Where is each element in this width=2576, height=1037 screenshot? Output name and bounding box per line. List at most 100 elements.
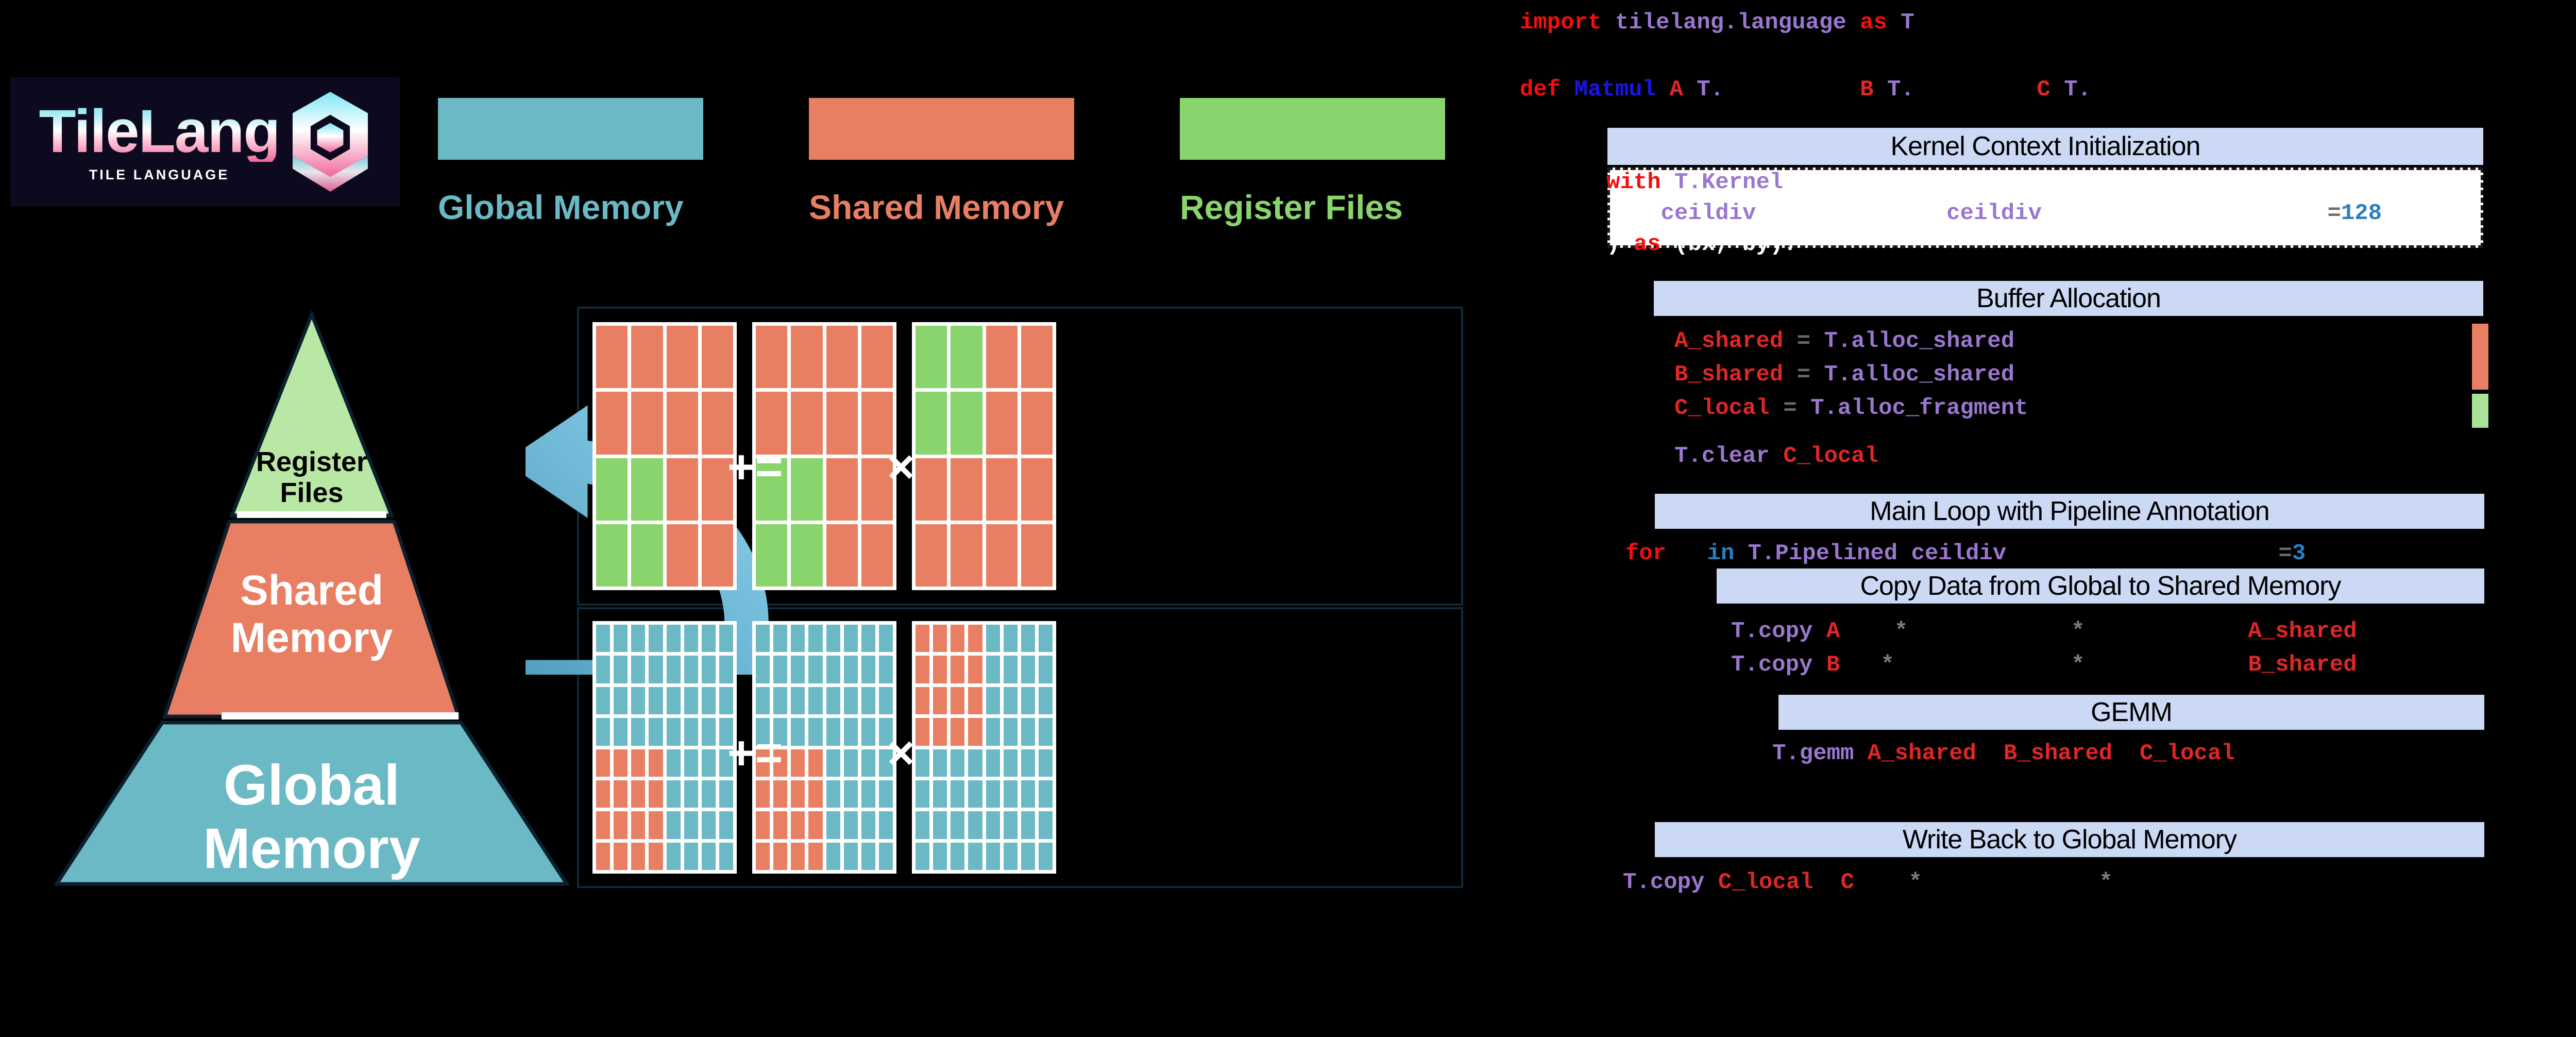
code-token: ceildiv (1660, 200, 1756, 226)
code-token: C (1840, 869, 1854, 895)
matrix-cell (951, 326, 982, 389)
matrix-cell (649, 749, 663, 777)
code-token: T (1901, 10, 1914, 36)
matrix-cell (861, 718, 875, 746)
code-token: B (1826, 652, 1840, 678)
matrix-cell (986, 392, 1018, 455)
matrix-cell (861, 687, 875, 715)
code-token: ceildiv (1946, 200, 2042, 226)
operator-accumulate: += (727, 727, 783, 779)
matrix-cell (596, 458, 628, 521)
code-token (2050, 77, 2064, 103)
matrix-cell (756, 656, 770, 683)
matrix-cell (719, 811, 733, 839)
hexagon-cube-icon (292, 92, 368, 192)
matrix-cell (791, 687, 805, 715)
matrix-cell (951, 718, 965, 746)
matrix-cell (861, 392, 893, 455)
code-token (2085, 652, 2248, 678)
matrix-b-shared (912, 621, 1056, 874)
matrix-cell (968, 656, 982, 683)
matrix-cell (666, 656, 681, 683)
matrix-cell (808, 749, 823, 777)
code-token (1810, 328, 1824, 354)
code-token: ( (1783, 170, 1797, 195)
matrix-cell (826, 749, 840, 777)
matrix-cell (791, 811, 805, 839)
matrix-b-fragment (912, 322, 1056, 590)
section-header-kernel-context: Kernel Context Initialization (1607, 128, 2483, 165)
matrix-cell (791, 625, 805, 653)
matrix-cell (933, 687, 947, 715)
matrix-cell (666, 392, 698, 455)
matrix-cell (596, 811, 611, 839)
matrix-cell (684, 625, 698, 653)
matrix-cell (719, 842, 733, 870)
code-token: Matmul (1574, 77, 1656, 103)
code-line-c-local-alloc: C_local = T.alloc_fragment (1674, 397, 2028, 420)
matrix-cell (631, 811, 646, 839)
matrix-cell (1038, 687, 1053, 715)
matrix-cell (968, 842, 982, 870)
matrix-cell (773, 718, 788, 746)
matrix-cell (1038, 718, 1053, 746)
matrix-cell (773, 749, 788, 777)
code-token (1887, 10, 1901, 36)
matrix-cell (1003, 625, 1018, 653)
matrix-cell (968, 718, 982, 746)
code-token (2006, 541, 2278, 566)
matrix-c-fragment (592, 322, 737, 590)
code-token: C_local (2139, 741, 2235, 766)
matrix-a-shared (752, 621, 896, 874)
matrix-cell (701, 326, 733, 389)
matrix-cell (808, 780, 823, 808)
matrix-cell (773, 780, 788, 808)
matrix-cell (631, 326, 663, 389)
matrix-cell (986, 687, 1000, 715)
matrix-cell (1021, 656, 1035, 683)
matrix-cell (916, 749, 930, 777)
code-token: as (1633, 231, 1661, 257)
code-line-with-kernel: with T.Kernel( (1606, 171, 1797, 194)
code-token: * (2071, 618, 2085, 644)
code-token: = (2278, 541, 2292, 566)
matrix-cell (1038, 656, 1053, 683)
code-token: ) (1606, 231, 1634, 257)
matrix-cell (916, 392, 947, 455)
matrix-cell (878, 687, 893, 715)
legend-swatch-register (1180, 98, 1445, 160)
code-token (1783, 362, 1797, 388)
matrix-cell (933, 718, 947, 746)
matrix-cell (1021, 780, 1035, 808)
matrix-cell (878, 625, 893, 653)
section-header-main-loop: Main Loop with Pipeline Annotation (1655, 494, 2484, 529)
matrix-cell (861, 326, 893, 389)
matrix-cell (1038, 625, 1053, 653)
code-token (1840, 618, 1894, 644)
matrix-cell (878, 749, 893, 777)
matrix-cell (986, 656, 1000, 683)
matrix-cell (933, 625, 947, 653)
code-token: C_local (1783, 443, 1879, 469)
matrix-cell (951, 780, 965, 808)
matrix-c-shared (592, 621, 737, 874)
matrix-cell (808, 656, 823, 683)
matrix-cell (826, 656, 840, 683)
matrix-cell (701, 392, 733, 455)
code-token (1770, 443, 1783, 469)
matrix-cell (719, 656, 733, 683)
code-token: T.alloc_fragment (1810, 395, 2028, 421)
matrix-cell (666, 326, 698, 389)
code-token: T. (2064, 77, 2092, 103)
code-token (2085, 618, 2248, 644)
code-token: T.copy (1623, 869, 1705, 895)
matrix-cell (933, 842, 947, 870)
code-token: = (1783, 395, 1797, 421)
code-token (1846, 10, 1860, 36)
matrix-cell (596, 326, 628, 389)
matrix-cell (933, 749, 947, 777)
matrix-cell (756, 458, 788, 521)
matrix-cell (1038, 842, 1053, 870)
code-token: A (1826, 618, 1840, 644)
